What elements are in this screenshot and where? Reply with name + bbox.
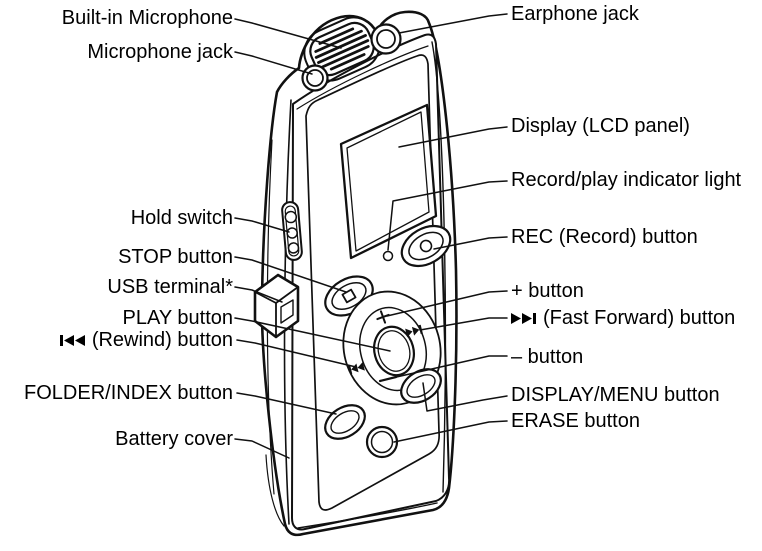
label-indicator-light: Record/play indicator light [511,170,741,190]
label-text: REC (Record) button [511,226,698,248]
label-text: Battery cover [115,428,233,450]
label-text: FOLDER/INDEX button [24,382,233,404]
erase-button [365,425,399,459]
leader-microphone-jack [234,51,313,75]
earphone-jack [370,23,402,55]
label-plus-button: + button [511,281,584,301]
label-text: ERASE button [511,410,640,432]
leader-usb-terminal [234,286,283,303]
rec-button [400,224,452,268]
leader-plus-button [386,290,508,317]
label-hold-switch: Hold switch [131,208,233,228]
label-battery-cover: Battery cover [115,429,233,449]
leader-lines [234,13,508,459]
label-fast-forward-button: (Fast Forward) button [511,308,735,328]
label-text: USB terminal* [107,276,233,298]
label-built-in-microphone: Built-in Microphone [62,8,233,28]
label-text: STOP button [118,246,233,268]
label-text: Earphone jack [511,3,639,25]
play-button [373,325,415,377]
microphone-jack [301,64,329,92]
leader-play-button [234,317,391,352]
label-text: + button [511,280,584,302]
label-minus-button: – button [511,347,583,367]
leader-display [398,126,508,148]
label-rec-button: REC (Record) button [511,227,698,247]
label-earphone-jack: Earphone jack [511,4,639,24]
leader-erase-button [393,420,508,443]
label-text: Display (LCD panel) [511,115,690,137]
label-text: Hold switch [130,207,233,229]
rewind-icon [59,335,85,346]
record-play-indicator-light [382,250,394,262]
label-text: DISPLAY/MENU button [511,384,720,406]
leader-folder-index-button [236,392,337,415]
leader-minus-button [391,355,508,379]
rewind-glyph [347,361,365,375]
label-text: PLAY button [122,307,233,329]
label-text: – button [511,346,584,368]
lcd-display [339,103,438,260]
leader-rewind-button [236,339,357,368]
leader-indicator-light [387,180,508,251]
label-rewind-button: (Rewind) button [59,329,233,351]
leader-built-in-microphone [234,18,342,49]
leader-rec-button [433,236,508,250]
label-play-button: PLAY button [123,308,233,328]
leader-hold-switch [234,217,290,233]
label-display-menu-button: DISPLAY/MENU button [511,385,720,405]
label-text: (Rewind) button [91,329,233,351]
label-folder-index-button: FOLDER/INDEX button [24,383,233,403]
leader-display-menu-button [422,382,508,412]
label-text: Record/play indicator light [511,169,742,191]
label-microphone-jack: Microphone jack [87,42,233,62]
leader-battery-cover [234,438,290,459]
label-display: Display (LCD panel) [511,116,690,136]
leader-stop-button [234,256,347,293]
label-text: (Fast Forward) button [543,307,736,329]
label-usb-terminal: USB terminal* [107,277,233,297]
label-erase-button: ERASE button [511,411,640,431]
label-text: Microphone jack [87,41,233,63]
fast-forward-icon [511,313,536,324]
label-stop-button: STOP button [118,247,233,267]
leader-fast-forward-button [419,317,508,331]
leader-earphone-jack [398,13,508,34]
label-text: Built-in Microphone [61,7,233,29]
